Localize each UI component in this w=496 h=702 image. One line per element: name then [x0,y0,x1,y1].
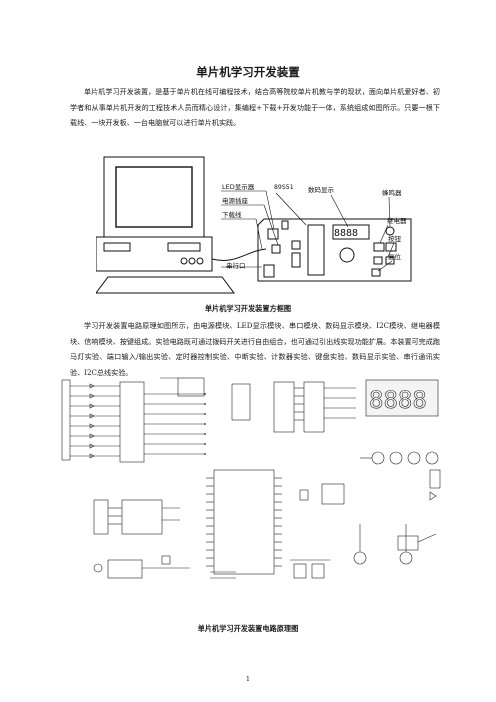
computer-monitor [103,156,205,238]
schematic-caption: 单片机学习开发装置电路原理图 [197,624,299,633]
development-board: 8888 [257,218,412,282]
label-reset: 复位 [388,252,402,261]
block-diagram: 8888 LED显示器 电源插座 下载线 串行口 89S51 数码显示 蜂鸣器 … [96,156,412,294]
label-download-line: 下载线 [222,210,242,219]
label-serial-port: 串行口 [226,261,246,270]
label-power-socket: 电源插座 [222,196,249,205]
label-buttons: 按钮 [388,234,402,243]
svg-text:8888: 8888 [369,386,427,414]
relay [397,533,437,551]
download-cable [211,248,267,261]
label-led-display: LED显示器 [222,183,255,191]
computer-host [96,236,213,272]
label-relay: 继电器 [387,216,407,225]
label-buzzer: 蜂鸣器 [382,188,402,197]
keyboard [96,276,235,294]
label-digit-display: 数码显示 [308,185,335,194]
seven-segment-display: 8888 [365,379,439,417]
serial-chip [121,499,163,535]
svg-text:8888: 8888 [334,228,358,239]
intro-paragraph: 单片机学习开发装置，是基于单片机在线可编程技术，结合高等院校单片机教与学的现状，… [70,87,440,128]
circuit-paragraph: 学习开发装置电路原理如图所示，由电源模块、LED显示模块、串口模块、数码显示模块… [70,321,440,377]
circuit-schematic: 8888 [61,377,441,579]
page-title: 单片机学习开发装置 [196,65,300,79]
transistor-drivers [353,451,439,565]
led-array [70,383,120,459]
page-number: 1 [245,675,251,683]
key-array [210,559,330,579]
label-chip-89s51: 89S51 [274,183,294,191]
block-diagram-caption: 单片机学习开发装置方框图 [204,304,292,313]
mcu-chip [213,469,275,575]
